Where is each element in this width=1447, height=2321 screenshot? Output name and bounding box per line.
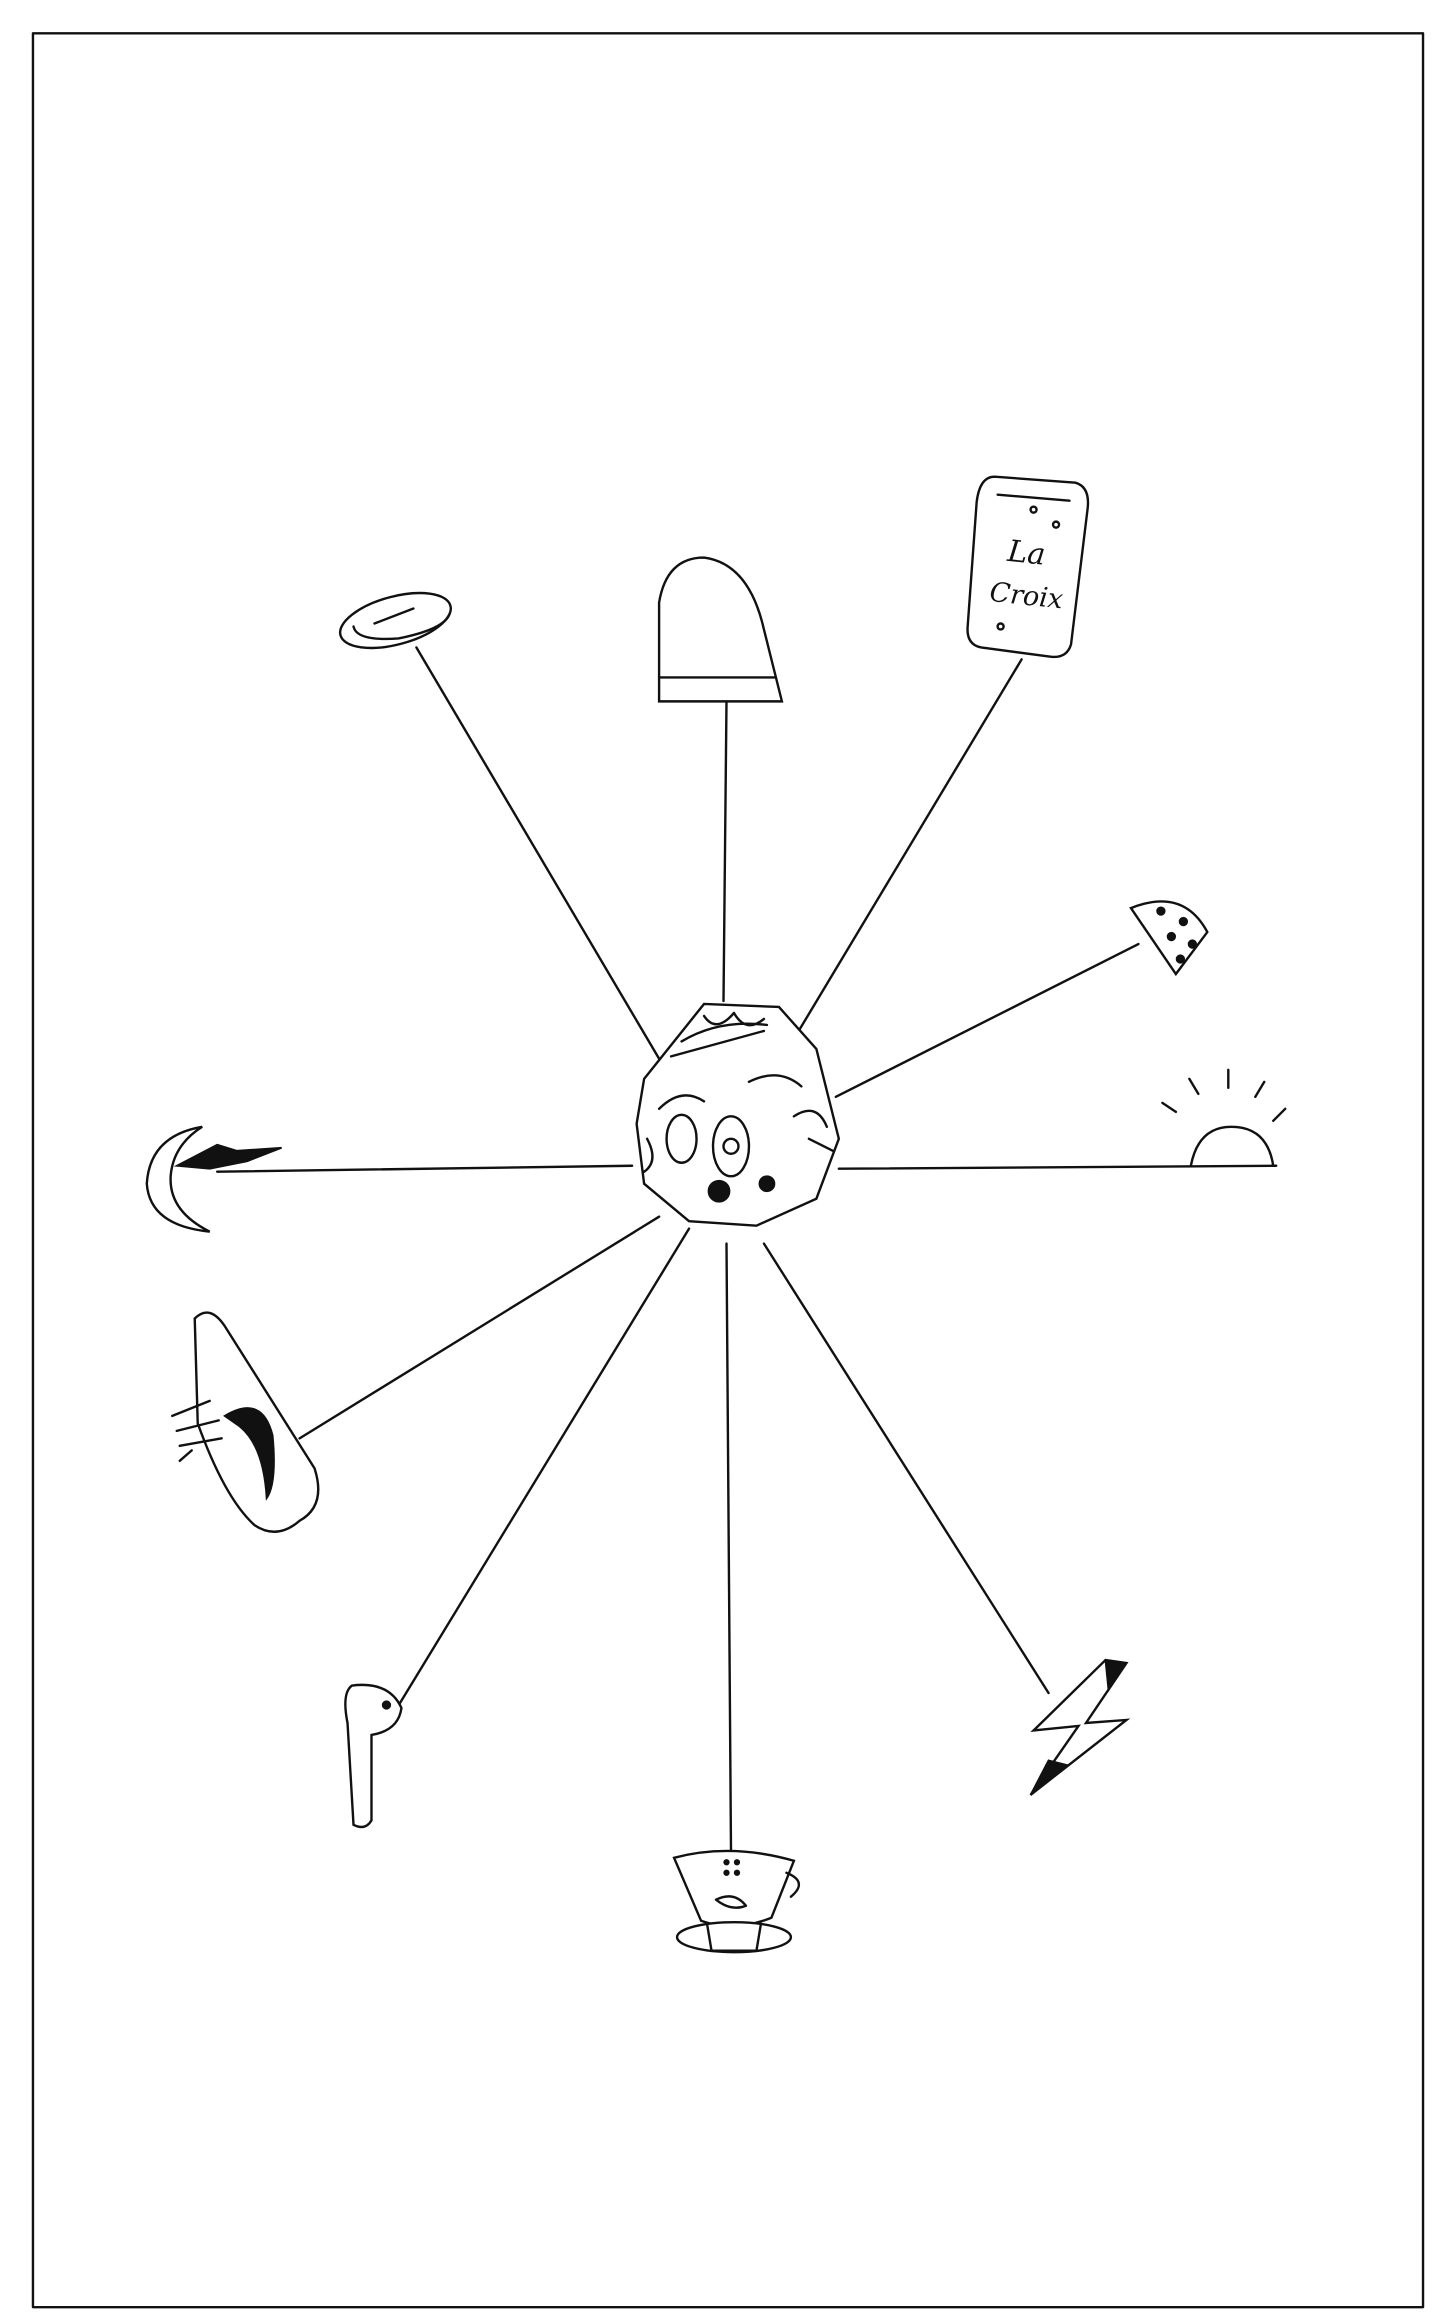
spokes bbox=[216, 646, 1278, 1852]
frame-border bbox=[31, 32, 1425, 2309]
center-face-icon bbox=[635, 1002, 841, 1227]
sunrise-icon bbox=[1161, 1068, 1287, 1167]
can-logo-text-2: Croix bbox=[988, 577, 1064, 616]
earbud-icon bbox=[344, 1683, 403, 1829]
can-logo-text: La bbox=[1005, 534, 1047, 573]
pour-over-coffee-icon bbox=[672, 1849, 800, 1954]
spoke-airpod bbox=[395, 1227, 691, 1710]
spoke-helmet bbox=[722, 700, 728, 1003]
sparkling-water-can-icon: La Croix bbox=[966, 475, 1090, 659]
spoke-can bbox=[795, 658, 1023, 1036]
helmet-icon bbox=[657, 556, 784, 703]
spoke-pill bbox=[415, 646, 668, 1073]
spoke-bolt bbox=[762, 1242, 1050, 1695]
pill-icon bbox=[338, 591, 452, 650]
spoke-shoe bbox=[298, 1215, 661, 1440]
spoke-moon bbox=[216, 1164, 634, 1173]
mushroom-icon bbox=[1129, 900, 1209, 977]
moon-icon bbox=[145, 1125, 282, 1233]
lightning-bolt-icon bbox=[1029, 1658, 1131, 1796]
sneaker-icon bbox=[171, 1311, 320, 1533]
spoke-coffee bbox=[725, 1242, 733, 1852]
spoke-mushroom bbox=[834, 942, 1140, 1099]
spoke-sun bbox=[837, 1164, 1278, 1170]
